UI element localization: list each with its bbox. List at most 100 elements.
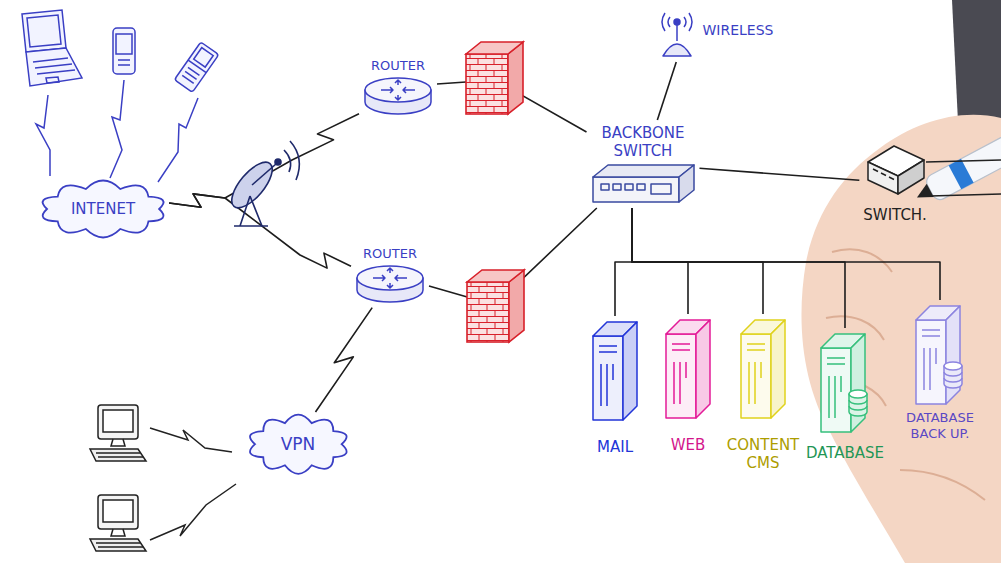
antenna-icon-part <box>674 19 680 25</box>
wireless-link <box>150 484 236 540</box>
pda-icon <box>194 48 213 67</box>
phone-icon <box>113 28 135 74</box>
marker-pen <box>949 159 974 189</box>
dbserver-icon-part <box>946 306 960 404</box>
antenna-icon <box>657 10 697 58</box>
node-label: BACKBONE SWITCH <box>601 124 684 160</box>
dbserver-icon-part <box>827 358 845 418</box>
node-label: CONTENT CMS <box>727 436 800 472</box>
phone-icon <box>113 28 135 74</box>
dbserver-icon <box>914 304 966 406</box>
dbserver-icon-part <box>821 348 851 432</box>
server-icon <box>591 320 639 422</box>
node-label: MAIL <box>597 438 633 456</box>
node-label: INTENET <box>71 200 135 218</box>
network-wire <box>926 160 1001 196</box>
wireless-link <box>110 80 124 178</box>
satellite-dish <box>284 141 299 180</box>
server-icon <box>739 318 787 420</box>
sleeve <box>952 0 1001 135</box>
hand <box>801 115 1001 563</box>
phone-icon <box>118 60 130 65</box>
satellite-dish <box>234 196 268 226</box>
router-icon-part <box>373 268 407 288</box>
laptop-icon <box>27 15 61 47</box>
network-cable <box>700 168 860 180</box>
server-icon <box>664 318 712 420</box>
wireless-link <box>158 98 198 182</box>
server-icon-part <box>666 334 696 418</box>
switch-node: SWITCH. <box>859 138 930 228</box>
server-icon-part <box>771 320 785 418</box>
web-server: WEB <box>660 314 716 458</box>
cloud-outline <box>250 415 347 474</box>
laptop-icon <box>33 58 75 74</box>
node-label: SWITCH. <box>863 206 926 224</box>
wireless-node: WIRELESS <box>653 6 778 62</box>
network-cable <box>657 62 676 120</box>
wireless-link <box>315 308 372 412</box>
pda-icon <box>182 67 199 83</box>
firewall-icon <box>467 270 524 342</box>
dbserver-icon-part <box>849 400 867 410</box>
server-icon-part <box>623 322 637 420</box>
dbserver-icon-part <box>849 390 867 398</box>
server-icon-part <box>741 334 771 418</box>
cloud-outline <box>43 181 164 238</box>
router-icon-part <box>381 80 415 100</box>
laptop-icon <box>26 48 82 86</box>
antenna-icon-part <box>663 44 691 56</box>
firewall-icon <box>466 42 523 114</box>
dbserver-icon-part <box>944 372 962 382</box>
network-cable <box>632 208 688 314</box>
sw2-icon-part <box>868 162 898 194</box>
cms-server: CONTENT CMS <box>723 314 804 476</box>
phone-icon <box>116 34 132 54</box>
satellite-dish <box>225 156 279 214</box>
node-label: VPN <box>281 434 316 454</box>
dbserver-icon-part <box>851 334 865 432</box>
wireless-link <box>169 194 351 268</box>
node-label: DATABASE BACK UP. <box>898 410 982 441</box>
sw2-icon-part <box>873 169 894 180</box>
dbserver-icon <box>819 332 871 434</box>
pda-icon <box>174 42 218 92</box>
satellite-dish <box>275 159 281 165</box>
antenna-icon-part <box>662 13 692 31</box>
satellite-dish <box>225 141 300 226</box>
node-label: DATABASE <box>806 444 884 462</box>
network-cable <box>615 208 632 316</box>
router-node: ROUTER <box>351 242 429 308</box>
server-icon-part <box>747 344 765 404</box>
marker-pen <box>924 126 1001 202</box>
bswitch-icon-part <box>679 165 694 202</box>
node-label: ROUTER <box>371 58 425 74</box>
mail-server: MAIL <box>587 316 643 460</box>
router-icon-part <box>357 266 423 290</box>
computer-icon <box>90 495 146 551</box>
server-icon-part <box>599 346 617 406</box>
network-cable <box>632 208 845 328</box>
internet-cloud: INTENET <box>37 178 169 240</box>
node-label: WEB <box>671 436 706 454</box>
vpn-cloud: VPN <box>245 412 352 476</box>
satellite-dish <box>252 164 276 185</box>
node-label: ROUTER <box>363 246 417 262</box>
server-icon-part <box>593 336 623 420</box>
sw2-icon <box>864 142 926 198</box>
router-icon-part <box>365 78 431 102</box>
laptop-icon <box>22 10 82 86</box>
server-icon-part <box>672 344 690 404</box>
router-icon <box>355 264 425 304</box>
sw2-icon-part <box>898 160 924 194</box>
router-node: ROUTER <box>359 54 437 120</box>
dbserver-icon-part <box>922 330 940 390</box>
wireless-link <box>150 428 232 452</box>
bswitch-icon-part <box>593 165 694 177</box>
antenna-icon-part <box>676 25 678 41</box>
dbserver-icon-part <box>944 362 962 370</box>
router-icon <box>363 76 433 116</box>
database-server: DATABASE <box>802 328 888 466</box>
